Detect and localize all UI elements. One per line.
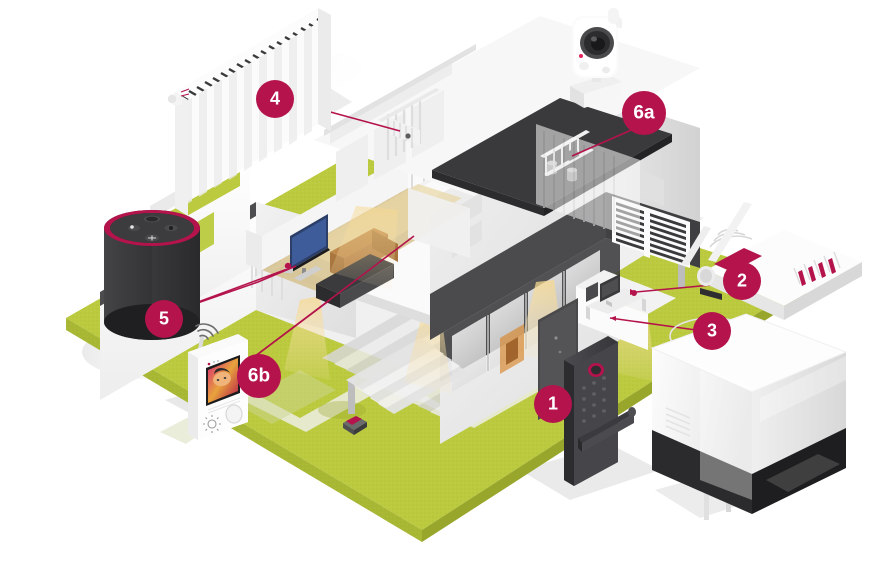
wall-radiator-target — [390, 118, 420, 146]
leader-3 — [609, 317, 697, 331]
router-leds — [798, 258, 836, 286]
arrow-2 — [630, 289, 636, 295]
radiator-thermostat-valve — [167, 88, 190, 105]
wifi-signal-icon — [195, 323, 219, 340]
brightness-icon — [203, 415, 221, 433]
marker-3-label: 3 — [706, 320, 717, 341]
talk-button — [225, 404, 243, 424]
marker-2-wifi-router[interactable]: 2 — [723, 262, 761, 300]
marker-5-label: 5 — [158, 308, 169, 329]
device-baby-monitor — [188, 323, 248, 440]
lock-keypad — [582, 376, 606, 423]
leader-6a — [571, 127, 637, 157]
marker-6b-baby-monitor[interactable]: 6b — [237, 354, 281, 398]
boiler-vent-slots — [665, 407, 691, 437]
marker-6a-label: 6a — [633, 102, 655, 123]
device-smart-radiator — [167, 8, 331, 216]
marker-3-smart-boiler[interactable]: 3 — [693, 312, 731, 350]
lock-lever-handle — [578, 407, 636, 452]
leader-arrow-heads — [610, 289, 636, 321]
robot-mower — [343, 416, 367, 435]
marker-6a-security-camera[interactable]: 6a — [622, 91, 666, 135]
marker-1-label: 1 — [547, 393, 558, 414]
marker-4-label: 4 — [269, 88, 280, 109]
router-antenna-right — [708, 202, 752, 262]
marker-1-smart-door-lock[interactable]: 1 — [534, 385, 572, 423]
marker-5-smart-speaker[interactable]: 5 — [145, 300, 183, 338]
arrow-3 — [610, 316, 616, 321]
marker-4-smart-radiator[interactable]: 4 — [256, 80, 294, 118]
device-security-camera — [570, 8, 622, 108]
speaker-mic-button — [128, 225, 140, 231]
leader-6b-path — [249, 235, 415, 361]
marker-6b-label: 6b — [247, 365, 271, 386]
marker-2-label: 2 — [736, 270, 747, 291]
television — [290, 214, 330, 281]
router-antenna-left — [681, 226, 711, 266]
